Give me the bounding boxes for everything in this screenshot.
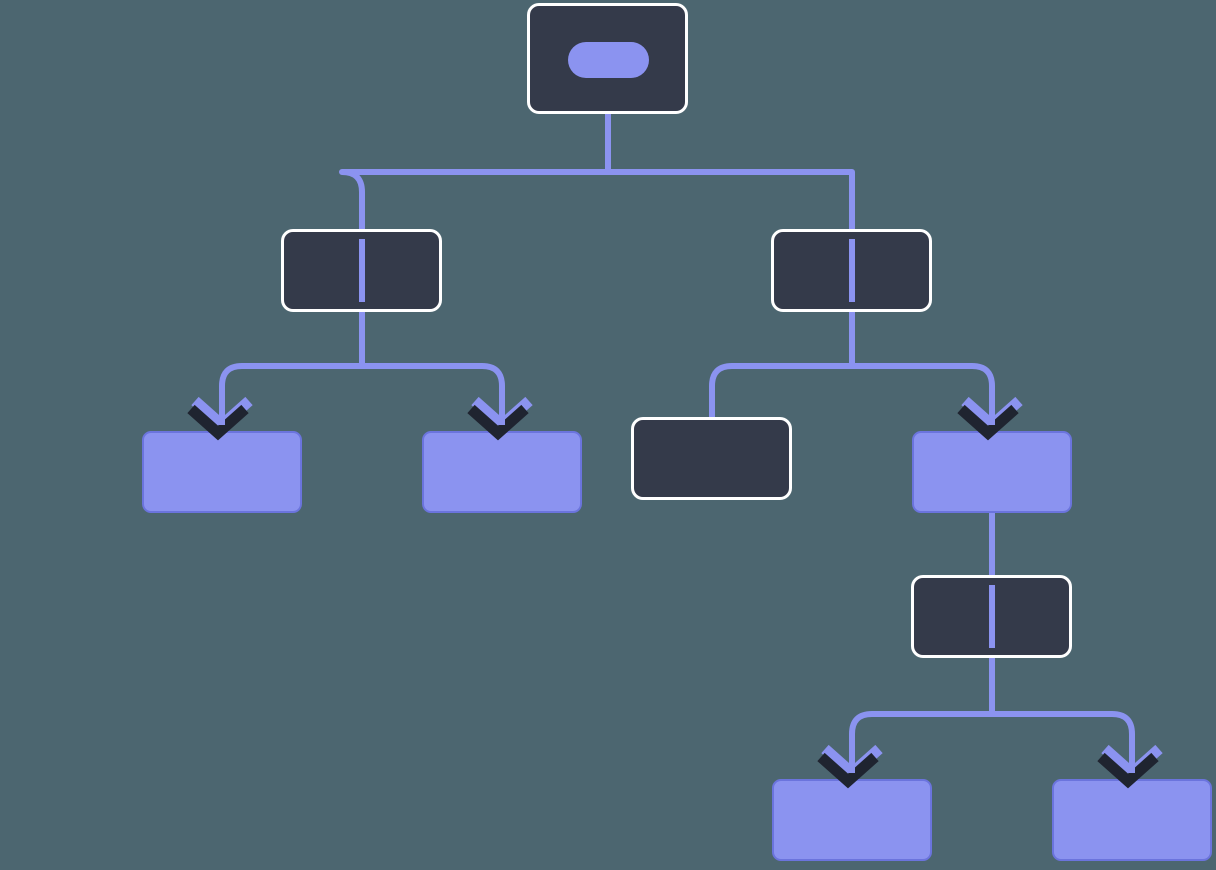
edge-right-to-dark: [709, 363, 852, 417]
arrow-chevron-shadow: [817, 752, 879, 789]
leaf-node-2[interactable]: [422, 431, 582, 513]
dark-node-no-arrow[interactable]: [631, 417, 792, 500]
arrow-marker-leaf4: [817, 744, 883, 789]
arrow-chevron-accent: [1101, 744, 1163, 781]
branch-node-left[interactable]: [281, 229, 442, 312]
arrow-chevron-shadow: [467, 404, 529, 441]
root-node-badge: [568, 42, 649, 78]
arrow-marker-leaf3: [957, 396, 1023, 441]
arrow-chevron-shadow: [187, 404, 249, 441]
arrow-chevron-accent: [821, 744, 883, 781]
branch-node-right[interactable]: [771, 229, 932, 312]
edge-lower-to-leaf5: [992, 711, 1135, 772]
edge-lower-to-leaf4: [849, 711, 992, 772]
arrow-chevron-accent: [191, 396, 253, 433]
leaf-node-3[interactable]: [912, 431, 1072, 513]
arrow-chevron-shadow: [1097, 752, 1159, 789]
edge-left-to-leaf1: [219, 363, 362, 424]
leaf-node-5[interactable]: [1052, 779, 1212, 861]
leaf-node-4[interactable]: [772, 779, 932, 861]
arrow-chevron-accent: [961, 396, 1023, 433]
arrow-marker-leaf1: [187, 396, 253, 441]
leaf-node-1[interactable]: [142, 431, 302, 513]
arrow-marker-leaf5: [1097, 744, 1163, 789]
branch-node-lower[interactable]: [911, 575, 1072, 658]
edge-left-to-leaf2: [362, 363, 505, 424]
edge-right-to-leaf3: [852, 363, 995, 424]
arrow-chevron-accent: [471, 396, 533, 433]
arrow-marker-leaf2: [467, 396, 533, 441]
arrow-chevron-shadow: [957, 404, 1019, 441]
